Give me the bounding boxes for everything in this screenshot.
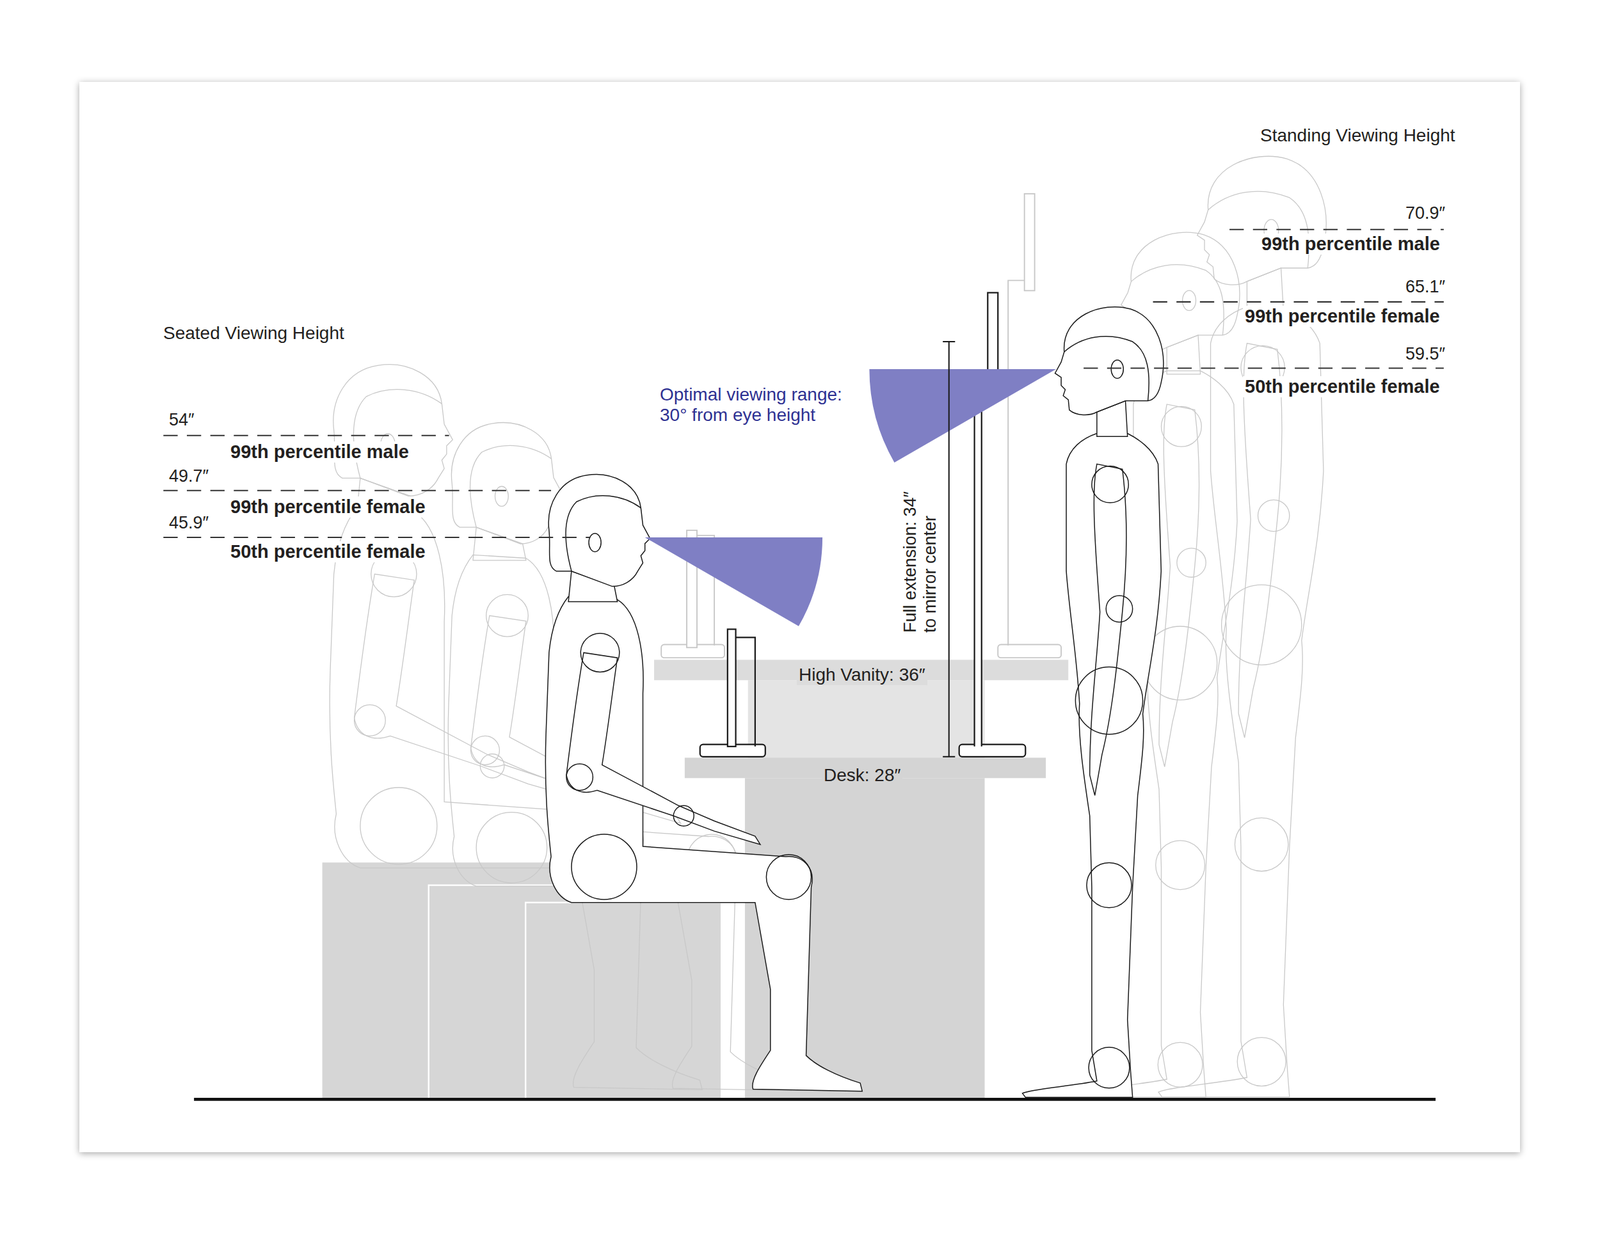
floor-line xyxy=(193,1098,1436,1102)
ghost-mirrors xyxy=(661,193,1062,658)
dimension-value: 54″ xyxy=(167,410,197,431)
percentile-label: 50th percentile female xyxy=(228,541,428,563)
section-title: Standing Viewing Height xyxy=(1258,125,1458,146)
dimension-line xyxy=(942,341,955,758)
eye-height-lines xyxy=(163,229,1444,538)
surface-label: Desk: 28″ xyxy=(821,765,903,786)
dimension-value: 70.9″ xyxy=(1403,203,1448,224)
viewing-wedge xyxy=(645,537,823,627)
dimension-value: 49.7″ xyxy=(167,466,211,487)
surface-label: High Vanity: 36″ xyxy=(796,664,928,686)
dimension-label: Full extension: 34″ to mirror center xyxy=(900,477,941,635)
viewing-wedge xyxy=(869,369,1056,463)
dimension-value: 59.5″ xyxy=(1403,344,1448,365)
standing-figure xyxy=(1022,307,1164,1099)
percentile-label: 99th percentile female xyxy=(228,496,428,518)
mirrors xyxy=(700,292,1026,757)
callout-note: Optimal viewing range: 30° from eye heig… xyxy=(657,384,867,426)
percentile-label: 50th percentile female xyxy=(1242,376,1442,398)
percentile-label: 99th percentile male xyxy=(1259,233,1442,255)
dimension-value: 45.9″ xyxy=(167,513,211,534)
section-title: Seated Viewing Height xyxy=(161,323,347,344)
ghost-seated-male xyxy=(329,364,703,1091)
percentile-label: 99th percentile female xyxy=(1242,305,1442,328)
percentile-label: 99th percentile male xyxy=(228,441,411,463)
dimension-value: 65.1″ xyxy=(1403,277,1448,297)
seated-figure xyxy=(545,474,863,1092)
